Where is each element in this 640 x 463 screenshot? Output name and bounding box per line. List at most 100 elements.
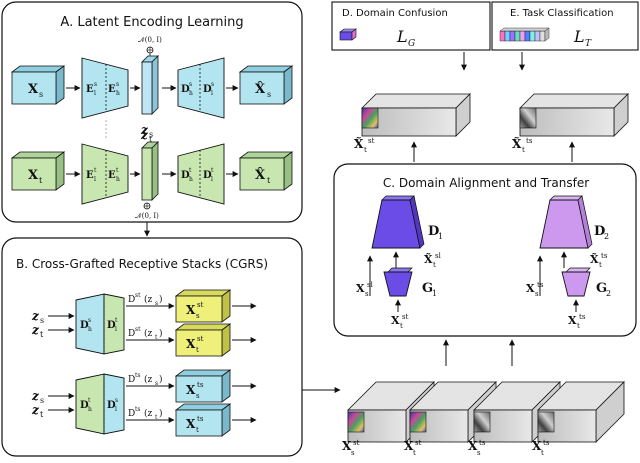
svg-text:sl: sl [367, 281, 374, 289]
svg-text:s: s [365, 290, 369, 298]
svg-text:z: z [140, 123, 149, 137]
svg-text:s: s [196, 312, 200, 320]
svg-text:X: X [186, 303, 196, 317]
svg-text:X̃: X̃ [512, 136, 522, 151]
panel-a-title: A. Latent Encoding Learning [60, 15, 243, 30]
svg-text:s: s [477, 449, 481, 457]
svg-text:D: D [107, 320, 116, 331]
svg-text:X̃: X̃ [424, 253, 433, 266]
svg-text:t: t [522, 146, 525, 154]
svg-text:G: G [422, 281, 433, 296]
svg-text:2: 2 [604, 232, 609, 241]
svg-text:t: t [94, 167, 97, 174]
svg-text:l: l [211, 90, 213, 97]
svg-text:X: X [28, 168, 39, 183]
svg-text:D: D [128, 329, 135, 339]
panel-e-frame [491, 1, 639, 51]
svg-text:D: D [428, 224, 439, 239]
source-reconstruction-box: X̂ s [238, 65, 294, 105]
svg-text:X: X [342, 439, 352, 453]
svg-text:t: t [413, 449, 416, 457]
svg-text:st: st [368, 137, 375, 145]
svg-text:t: t [115, 317, 118, 324]
target-encoder: E l t E h t [81, 143, 129, 205]
loss-lg: L [396, 27, 408, 46]
svg-text:h: h [189, 90, 193, 97]
target-input-box: X t [10, 151, 66, 191]
target-decoder: D h t D l t [177, 143, 225, 205]
svg-text:st: st [402, 313, 409, 321]
svg-text:t: t [196, 426, 199, 434]
svg-text:ts: ts [537, 281, 544, 289]
panel-a: A. Latent Encoding Learning X s E l s E … [1, 1, 303, 223]
svg-text:D: D [80, 400, 89, 411]
svg-text:l: l [115, 406, 117, 413]
svg-text:t: t [155, 414, 158, 421]
svg-text:t: t [211, 167, 214, 174]
svg-text:D: D [128, 295, 135, 305]
panel-c-title: C. Domain Alignment and Transfer [383, 176, 589, 190]
svg-text:s: s [94, 81, 97, 88]
svg-text:ts: ts [197, 415, 204, 423]
svg-text:X̂: X̂ [255, 167, 266, 183]
xs-label: X [28, 82, 39, 97]
svg-text:E: E [108, 84, 116, 95]
cgrs-output-xs-ts: X s ts [174, 369, 232, 403]
svg-text:): ) [159, 294, 163, 305]
panel-b-title: B. Cross-Grafted Receptive Stacks (CGRS) [16, 257, 268, 271]
panel-d: D. Domain Confusion L G [331, 1, 491, 51]
svg-text:st: st [415, 439, 422, 447]
svg-text:l: l [211, 176, 213, 183]
svg-text:𝒩(0, I): 𝒩(0, I) [135, 212, 159, 220]
svg-text:D: D [80, 320, 89, 331]
svg-text:st: st [135, 292, 141, 299]
svg-text:D: D [203, 84, 212, 95]
svg-text:X: X [391, 314, 400, 327]
svg-text:E: E [86, 84, 94, 95]
svg-text:X̃: X̃ [354, 136, 364, 151]
svg-text:t: t [196, 346, 199, 354]
cgrs-output-xs-st: X s st [174, 289, 232, 323]
svg-text:t: t [364, 146, 367, 154]
panel-e-title: E. Task Classification [510, 8, 614, 19]
svg-text:t: t [189, 167, 192, 174]
svg-text:h: h [88, 406, 92, 413]
svg-text:s: s [88, 317, 91, 324]
source-encoder: E l s E h s [81, 57, 129, 119]
panel-d-title: D. Domain Confusion [342, 8, 448, 19]
svg-text:E: E [86, 170, 94, 181]
cgrs-decoder-2: D h t D l s [75, 373, 125, 435]
svg-text:D: D [594, 224, 605, 239]
svg-text:t: t [40, 410, 44, 419]
svg-text:z: z [140, 128, 149, 142]
svg-text:(z: (z [144, 374, 153, 385]
svg-text:t: t [541, 449, 544, 457]
svg-text:t: t [267, 176, 271, 185]
cgrs-output-xt-ts: X t ts [174, 403, 232, 437]
loss-lt: L [573, 27, 585, 46]
svg-text:l: l [115, 326, 117, 333]
svg-text:s: s [40, 396, 44, 405]
svg-text:st: st [353, 439, 360, 447]
bottom-stack-4: X t ts [532, 381, 625, 457]
svg-text:t: t [149, 135, 153, 144]
svg-text:D: D [181, 84, 190, 95]
svg-text:ts: ts [579, 313, 586, 321]
svg-text:D: D [128, 375, 135, 385]
generator-g1: G 1 [383, 267, 437, 298]
svg-text:s: s [196, 392, 200, 400]
source-latent: z s 𝒩(0, I) [138, 36, 162, 139]
svg-text:s: s [39, 90, 43, 99]
cgrs-decoder-1: D h s D l t [75, 293, 125, 355]
svg-text:st: st [197, 301, 204, 309]
svg-text:s: s [211, 81, 214, 88]
svg-text:ts: ts [197, 381, 204, 389]
svg-text:st: st [197, 335, 204, 343]
svg-text:X: X [532, 439, 542, 453]
svg-text:2: 2 [606, 289, 611, 298]
svg-text:t: t [39, 176, 43, 185]
svg-text:s: s [115, 397, 118, 404]
svg-text:ts: ts [135, 372, 141, 379]
svg-text:s: s [189, 81, 192, 88]
